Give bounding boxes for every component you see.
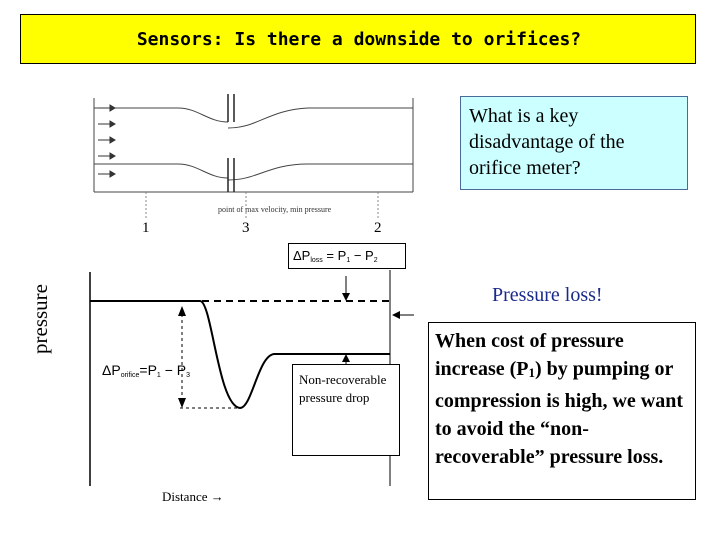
station-1-label: 1 (142, 220, 150, 236)
orifice-pressure-equation: ΔPorifice=P1 − P3 (102, 362, 191, 379)
x-axis-label: Distance → (162, 489, 224, 504)
question-text: What is a key disadvantage of the orific… (469, 105, 625, 179)
station-3-label: 3 (242, 220, 250, 236)
question-box: What is a key disadvantage of the orific… (460, 96, 688, 190)
upper-wall (94, 107, 229, 123)
y-axis-label: pressure (28, 284, 52, 354)
middle-line (94, 163, 229, 179)
pressure-curve (90, 300, 390, 410)
nonrecoverable-text: Non-recoverable pressure drop (299, 372, 387, 405)
orifice-flow-diagram: point of max velocity, min pressure 1 3 … (93, 94, 414, 236)
title-bar: Sensors: Is there a downside to orifices… (20, 14, 696, 64)
answer-text: Pressure loss! (492, 284, 603, 306)
vena-contracta-label: point of max velocity, min pressure (218, 205, 332, 214)
station-2-label: 2 (374, 220, 382, 236)
page-title: Sensors: Is there a downside to orifices… (136, 29, 582, 50)
info-box: When cost of pressure increase (P1) by p… (428, 322, 696, 500)
pressure-loss-equation: ΔPloss = P1 − P2 (288, 243, 406, 269)
nonrecoverable-label-box: Non-recoverable pressure drop (292, 364, 400, 456)
